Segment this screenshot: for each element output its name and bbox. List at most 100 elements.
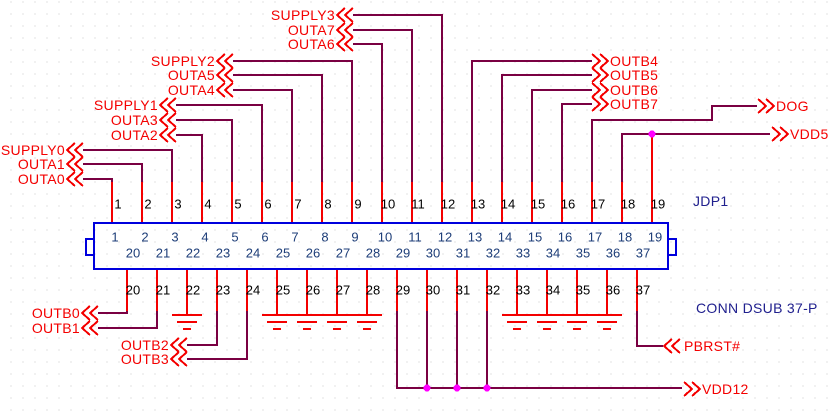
ground-symbol[interactable] bbox=[172, 314, 202, 330]
net-label-outb3[interactable]: OUTB3 bbox=[120, 351, 169, 367]
ground-symbol[interactable] bbox=[562, 314, 592, 330]
chevron-left-icon[interactable] bbox=[65, 171, 84, 187]
wire-outa6[interactable] bbox=[353, 43, 383, 183]
wire-pbrst[interactable] bbox=[636, 311, 663, 347]
wire-supply1[interactable] bbox=[176, 104, 263, 183]
ground-symbol[interactable] bbox=[352, 314, 382, 330]
net-label-outa3[interactable]: OUTA3 bbox=[110, 112, 158, 128]
wire-supply0[interactable] bbox=[83, 149, 173, 183]
chevron-stroke bbox=[177, 337, 188, 353]
wire-vdd5[interactable] bbox=[621, 133, 770, 183]
chevron-stroke bbox=[599, 96, 610, 112]
net-label-outa5[interactable]: OUTA5 bbox=[167, 67, 215, 83]
net-label-outa0[interactable]: OUTA0 bbox=[17, 171, 65, 187]
wire-outb0[interactable] bbox=[98, 311, 128, 314]
net-label-outb4[interactable]: OUTB4 bbox=[610, 53, 659, 69]
net-label-supply2[interactable]: SUPPLY2 bbox=[150, 53, 215, 69]
wire-outa5[interactable] bbox=[233, 74, 323, 183]
chevron-left-icon[interactable] bbox=[158, 112, 177, 128]
ground-symbol[interactable] bbox=[292, 314, 322, 330]
net-label-outb7[interactable]: OUTB7 bbox=[610, 96, 659, 112]
wire-outa1[interactable] bbox=[83, 163, 143, 183]
wire-outb4[interactable] bbox=[471, 60, 592, 183]
wire-outb3[interactable] bbox=[187, 311, 248, 360]
wire-outb1[interactable] bbox=[98, 311, 158, 329]
net-label-supply1[interactable]: SUPPLY1 bbox=[93, 97, 158, 113]
chevron-left-icon[interactable] bbox=[662, 338, 681, 354]
wire-supply3[interactable] bbox=[353, 14, 443, 183]
ground-symbol[interactable] bbox=[262, 314, 292, 330]
chevron-left-icon[interactable] bbox=[335, 22, 354, 38]
junction-dot bbox=[453, 384, 461, 392]
pin-number: 10 bbox=[377, 229, 393, 245]
net-label-outa6[interactable]: OUTA6 bbox=[287, 36, 335, 52]
junction-dot bbox=[423, 384, 431, 392]
wire-outb7[interactable] bbox=[561, 103, 592, 183]
net-label-outb6[interactable]: OUTB6 bbox=[610, 82, 659, 98]
ground-symbol[interactable] bbox=[322, 314, 352, 330]
wire-outb5[interactable] bbox=[501, 74, 592, 183]
chevron-right-icon[interactable] bbox=[683, 381, 702, 397]
junction-dot bbox=[648, 130, 656, 138]
net-label-outa1[interactable]: OUTA1 bbox=[17, 156, 65, 172]
pin-number: 12 bbox=[437, 229, 453, 245]
chevron-left-icon[interactable] bbox=[335, 7, 354, 23]
chevron-left-icon[interactable] bbox=[215, 82, 234, 98]
net-label-outa4[interactable]: OUTA4 bbox=[167, 82, 215, 98]
ground-symbol[interactable] bbox=[592, 314, 622, 330]
net-label-pbrst[interactable]: PBRST# bbox=[684, 338, 741, 354]
net-label-outb5[interactable]: OUTB5 bbox=[610, 67, 659, 83]
chevron-right-icon[interactable] bbox=[771, 126, 790, 142]
chevron-stroke bbox=[591, 82, 602, 98]
chevron-left-icon[interactable] bbox=[335, 36, 354, 52]
chevron-stroke bbox=[158, 112, 169, 128]
chevron-right-icon[interactable] bbox=[591, 96, 610, 112]
component-part-label[interactable]: CONN DSUB 37-P bbox=[696, 300, 818, 316]
net-label-outb2[interactable]: OUTB2 bbox=[120, 337, 169, 353]
net-label-outb0[interactable]: OUTB0 bbox=[31, 305, 80, 321]
chevron-left-icon[interactable] bbox=[158, 127, 177, 143]
wire-outa7[interactable] bbox=[353, 29, 413, 183]
pin-number: 37 bbox=[635, 282, 651, 298]
net-label-supply0[interactable]: SUPPLY0 bbox=[0, 142, 65, 158]
net-label-vdd5[interactable]: VDD5 bbox=[790, 126, 829, 142]
pin-number: 23 bbox=[215, 282, 231, 298]
wire-outa3[interactable] bbox=[176, 119, 233, 183]
chevron-left-icon[interactable] bbox=[158, 97, 177, 113]
chevron-left-icon[interactable] bbox=[80, 320, 99, 336]
wire-outb6[interactable] bbox=[531, 89, 592, 183]
chevron-left-icon[interactable] bbox=[169, 337, 188, 353]
wire-outa0[interactable] bbox=[83, 178, 113, 183]
chevron-left-icon[interactable] bbox=[215, 67, 234, 83]
net-label-dog[interactable]: DOG bbox=[776, 98, 809, 114]
connector-left-tab bbox=[85, 238, 95, 256]
chevron-left-icon[interactable] bbox=[65, 142, 84, 158]
chevron-left-icon[interactable] bbox=[215, 53, 234, 69]
chevron-stroke bbox=[177, 351, 188, 367]
chevron-right-icon[interactable] bbox=[757, 98, 776, 114]
chevron-left-icon[interactable] bbox=[65, 156, 84, 172]
wire-supply2[interactable] bbox=[233, 60, 353, 183]
chevron-left-icon[interactable] bbox=[80, 305, 99, 321]
chevron-left-icon[interactable] bbox=[169, 351, 188, 367]
net-label-outa7[interactable]: OUTA7 bbox=[287, 22, 335, 38]
ground-symbol[interactable] bbox=[532, 314, 562, 330]
chevron-stroke bbox=[73, 171, 84, 187]
chevron-stroke bbox=[88, 305, 99, 321]
chevron-right-icon[interactable] bbox=[591, 53, 610, 69]
wire-outa4[interactable] bbox=[233, 89, 293, 183]
net-label-supply3[interactable]: SUPPLY3 bbox=[270, 7, 335, 23]
ground-symbol[interactable] bbox=[502, 314, 532, 330]
wire-outa2[interactable] bbox=[176, 134, 203, 183]
component-designator[interactable]: JDP1 bbox=[693, 193, 729, 209]
wire-outb2[interactable] bbox=[187, 311, 218, 346]
net-label-outa2[interactable]: OUTA2 bbox=[110, 127, 158, 143]
net-label-vdd12[interactable]: VDD12 bbox=[702, 381, 749, 397]
chevron-right-icon[interactable] bbox=[591, 67, 610, 83]
chevron-right-icon[interactable] bbox=[591, 82, 610, 98]
net-label-outb1[interactable]: OUTB1 bbox=[31, 320, 80, 336]
connector-body[interactable] bbox=[85, 222, 677, 270]
wire-dog[interactable] bbox=[591, 105, 757, 183]
wire-vdd12-bus[interactable] bbox=[396, 311, 682, 389]
chevron-stroke bbox=[169, 351, 180, 367]
